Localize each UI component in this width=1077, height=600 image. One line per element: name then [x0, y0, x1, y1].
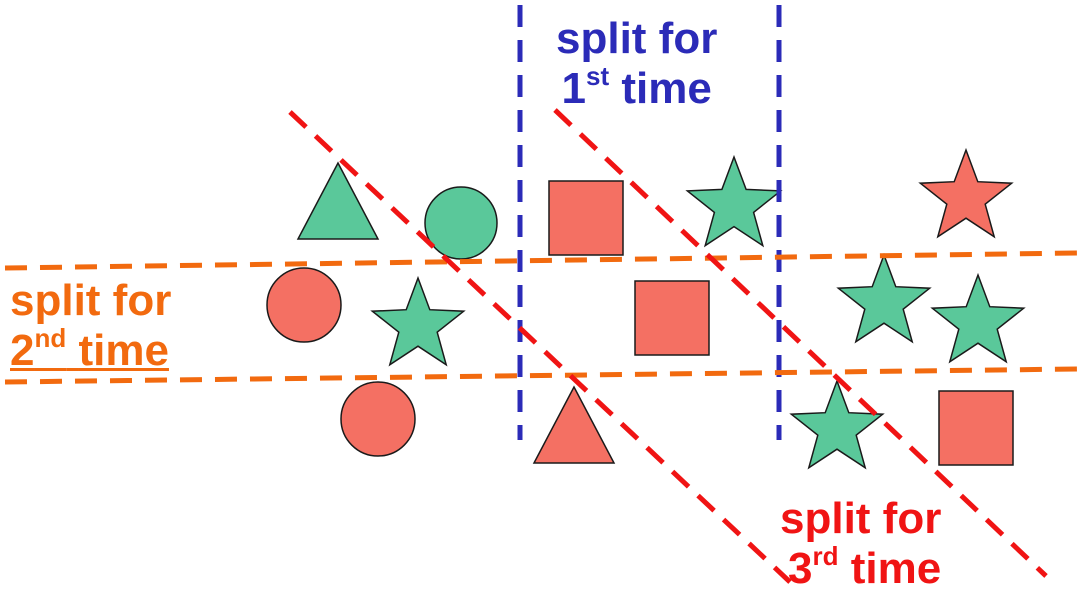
red-square: [634, 280, 710, 356]
red-square: [938, 390, 1014, 466]
split-label-third-line2: 3rd time: [780, 541, 942, 599]
shapes-layer: [266, 147, 1026, 470]
split-label-first-suffix: st: [585, 61, 610, 91]
red-circle: [340, 381, 416, 457]
green-star: [836, 252, 932, 344]
green-triangle: [296, 161, 380, 240]
green-star: [370, 275, 466, 367]
split-label-second-word: time: [78, 326, 169, 375]
red-circle: [266, 267, 342, 343]
split-line-3-left: [288, 110, 792, 584]
split-label-first-line2: 1st time: [556, 61, 717, 119]
split-label-first-word: time: [621, 64, 712, 113]
green-star: [685, 154, 783, 248]
split-label-second: split for 2nd time: [10, 276, 171, 381]
split-label-third-suffix: rd: [812, 541, 839, 571]
split-label-second-line2: 2nd time: [10, 323, 171, 381]
split-label-third: split for 3rd time: [780, 494, 941, 599]
split-line-2-bottom: [4, 366, 1077, 385]
red-star: [918, 147, 1014, 239]
split-label-second-line1: split for: [10, 276, 172, 325]
split-label-third-word: time: [850, 544, 942, 593]
split-label-second-suffix: nd: [34, 323, 67, 353]
split-line-2-top: [4, 250, 1077, 271]
green-star: [930, 272, 1026, 364]
split-label-second-number: 2: [10, 326, 35, 375]
red-square: [548, 180, 624, 256]
red-triangle: [532, 385, 616, 464]
split-label-first-line1: split for: [556, 14, 718, 63]
split-label-first: split for 1st time: [556, 14, 717, 119]
green-circle: [424, 186, 498, 260]
split-label-third-number: 3: [788, 544, 813, 593]
green-star: [789, 378, 885, 470]
split-line-3-right: [553, 108, 1048, 578]
split-label-third-line1: split for: [780, 494, 942, 543]
split-lines-layer: [4, 5, 1077, 584]
split-label-first-number: 1: [561, 64, 586, 113]
